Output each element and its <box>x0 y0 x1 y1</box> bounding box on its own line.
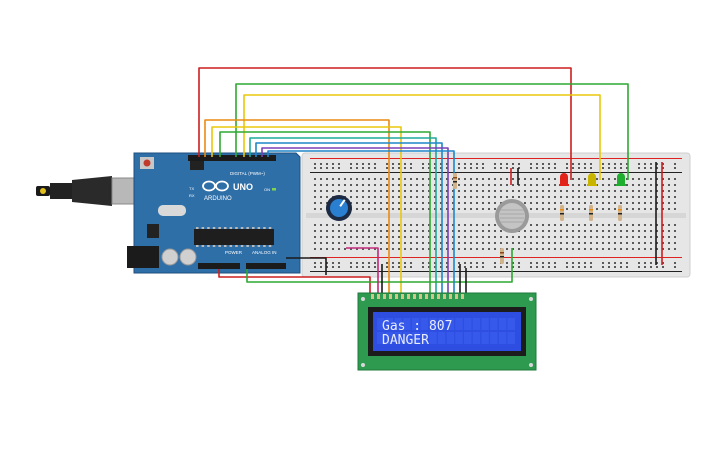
gas-sensor[interactable] <box>495 199 529 233</box>
power-label: POWER <box>225 250 243 255</box>
wire-green-analog[interactable] <box>246 248 513 283</box>
resistor[interactable] <box>618 205 622 221</box>
potentiometer[interactable] <box>326 195 352 221</box>
led-green[interactable] <box>616 173 626 186</box>
leds <box>559 173 626 186</box>
wire-red-led[interactable] <box>198 67 572 180</box>
power-header <box>198 263 240 269</box>
wire-teal-1[interactable] <box>249 137 437 180</box>
arduino-brand-text: ARDUINO <box>204 196 232 202</box>
lcd-line-2: DANGER <box>382 333 429 348</box>
rx-label: RX <box>189 193 195 198</box>
resistor[interactable] <box>589 205 593 221</box>
tx-label: TX <box>189 186 194 191</box>
analog-header <box>246 263 286 269</box>
wire-green-2[interactable] <box>219 131 431 180</box>
lcd-line-1: Gas : 807 <box>382 319 452 334</box>
wire-blue-2[interactable] <box>267 150 455 180</box>
digital-label: DIGITAL (PWM~) <box>230 171 265 176</box>
wire-black-gnd[interactable] <box>286 257 327 275</box>
wire-yellow-2[interactable] <box>211 126 402 180</box>
usb-cable <box>36 176 137 206</box>
arduino-uno[interactable]: ARDUINO UNO DIGITAL (PWM~) POWER ANALOG … <box>36 152 301 274</box>
led-yellow[interactable] <box>587 173 597 186</box>
wire-red-power[interactable] <box>218 269 371 295</box>
resistor[interactable] <box>560 205 564 221</box>
arduino-logo: ARDUINO UNO <box>202 180 253 202</box>
wire-yellow-led[interactable] <box>243 94 601 180</box>
resistors <box>453 173 622 264</box>
analog-label: ANALOG IN <box>252 250 277 255</box>
power-jack <box>127 246 159 268</box>
wire-orange-1[interactable] <box>204 119 390 180</box>
lcd-display[interactable]: Gas : 807 DANGER <box>357 292 537 371</box>
arduino-model-text: UNO <box>233 182 253 192</box>
digital-header <box>188 155 276 161</box>
wire-purple-1[interactable] <box>261 147 449 180</box>
lcd-pin-header <box>371 294 464 299</box>
wires <box>198 67 663 295</box>
wire-magenta-pot[interactable] <box>346 247 379 295</box>
led-red[interactable] <box>559 173 569 186</box>
breadboard-holes <box>314 163 676 268</box>
on-label: ON <box>264 187 270 192</box>
atmega-chip <box>194 229 274 245</box>
wire-blue-1[interactable] <box>255 142 443 180</box>
resistor[interactable] <box>453 173 457 189</box>
resistor[interactable] <box>500 248 504 264</box>
